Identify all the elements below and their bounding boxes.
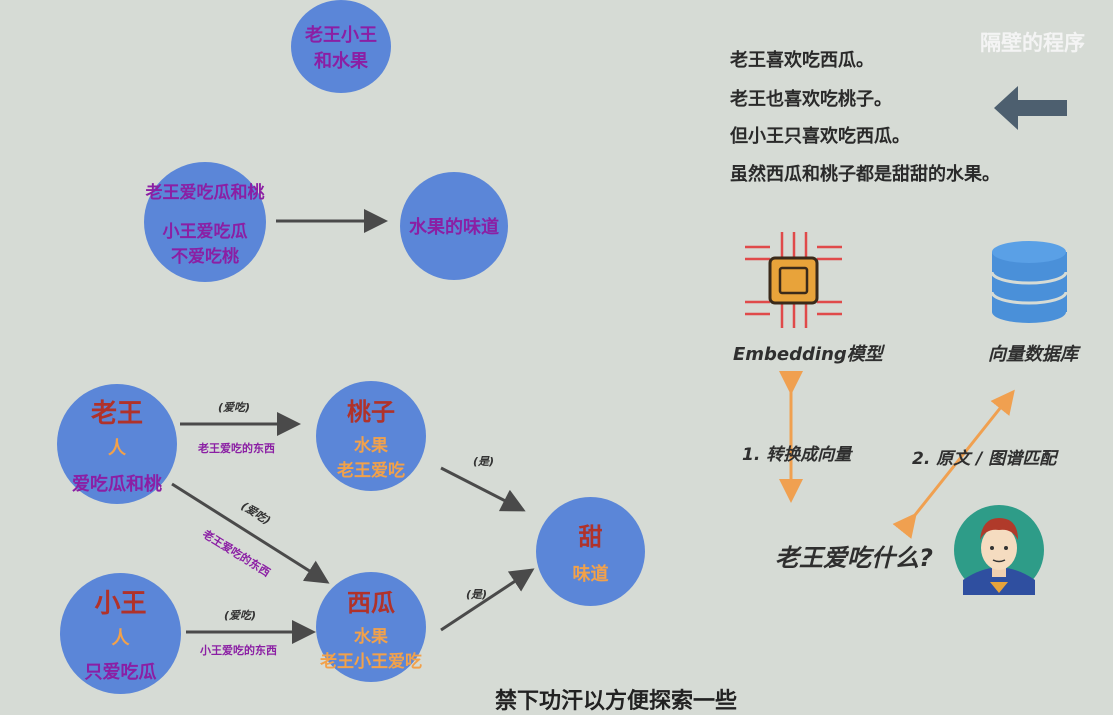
node-line3: 不爱吃桃 [171,246,239,267]
node-name: 甜 [578,523,603,551]
node-type: 人 [108,437,126,459]
node-desc: 只爱吃瓜 [84,662,157,683]
arrows-layer [171,86,1068,644]
step1-label: 1. 转换成向量 [742,445,852,465]
chip-icon [745,232,842,328]
vector-db-label: 向量数据库 [988,344,1078,365]
node-peach: 桃子 水果 老王爱吃 [316,381,426,491]
node-fruit-taste: 水果的味道 [400,172,508,280]
node-line2: 和水果 [314,50,368,72]
node-name: 小王 [94,589,147,619]
step2-label: 2. 原文 / 图谱匹配 [912,449,1057,469]
watermark: 隔壁的程序 [980,31,1085,55]
edge-arrow-melon-sweet [440,568,535,632]
node-desc: 爱吃瓜和桃 [72,473,162,495]
edge-arrow-laowang-melon [171,482,330,584]
user-avatar-icon [954,505,1044,595]
edge-label-xiaowang-melon: (爱吃) [224,609,257,622]
node-type: 水果 [354,435,388,456]
edge-label-peach-sweet: (是) [473,455,495,468]
sentence-4: 虽然西瓜和桃子都是甜甜的水果。 [730,164,1000,185]
node-line2: 小王爱吃瓜 [162,221,248,242]
node-eating-preferences: 老王爱吃瓜和桃 小王爱吃瓜 不爱吃桃 [144,162,266,282]
node-desc: 老王爱吃 [337,460,405,481]
orange-arrow-diagonal [892,389,1015,539]
node-laowang-xiaowang-fruit: 老王小王 和水果 [291,0,391,93]
sentence-1: 老王喜欢吃西瓜。 [730,50,874,71]
node-laowang: 老王 人 爱吃瓜和桃 [57,384,177,504]
node-sweet: 甜 味道 [536,497,645,606]
database-icon [990,241,1068,323]
node-desc: 老王小王爱吃 [320,651,422,672]
node-xiaowang: 小王 人 只爱吃瓜 [60,573,181,694]
edge-label-melon-sweet: (是) [466,588,488,601]
node-name: 老王 [90,398,143,429]
sentence-3: 但小王只喜欢吃西瓜。 [730,126,910,147]
node-label: 水果的味道 [409,217,499,238]
node-type: 味道 [572,564,609,585]
node-name: 桃子 [347,397,395,426]
embedding-model-label: Embedding模型 [733,344,883,365]
edge-label-laowang-peach: (爱吃) [218,401,251,414]
node-name: 西瓜 [347,588,395,617]
bottom-partial-text: 禁下功汗以方便探索一些 [495,689,738,714]
node-line1: 老王小王 [305,24,377,46]
node-watermelon: 西瓜 水果 老王小王爱吃 [316,572,426,682]
node-type: 人 [111,628,130,649]
left-arrow-icon [994,86,1067,130]
question-text: 老王爱吃什么? [775,544,933,572]
node-type: 水果 [354,626,388,647]
edge-desc-xiaowang-melon: 小王爱吃的东西 [200,644,277,657]
edge-desc-laowang-peach: 老王爱吃的东西 [198,442,275,455]
edge-arrow-peach-sweet [440,466,526,512]
node-line1: 老王爱吃瓜和桃 [145,182,265,203]
sentence-2: 老王也喜欢吃桃子。 [730,89,892,110]
